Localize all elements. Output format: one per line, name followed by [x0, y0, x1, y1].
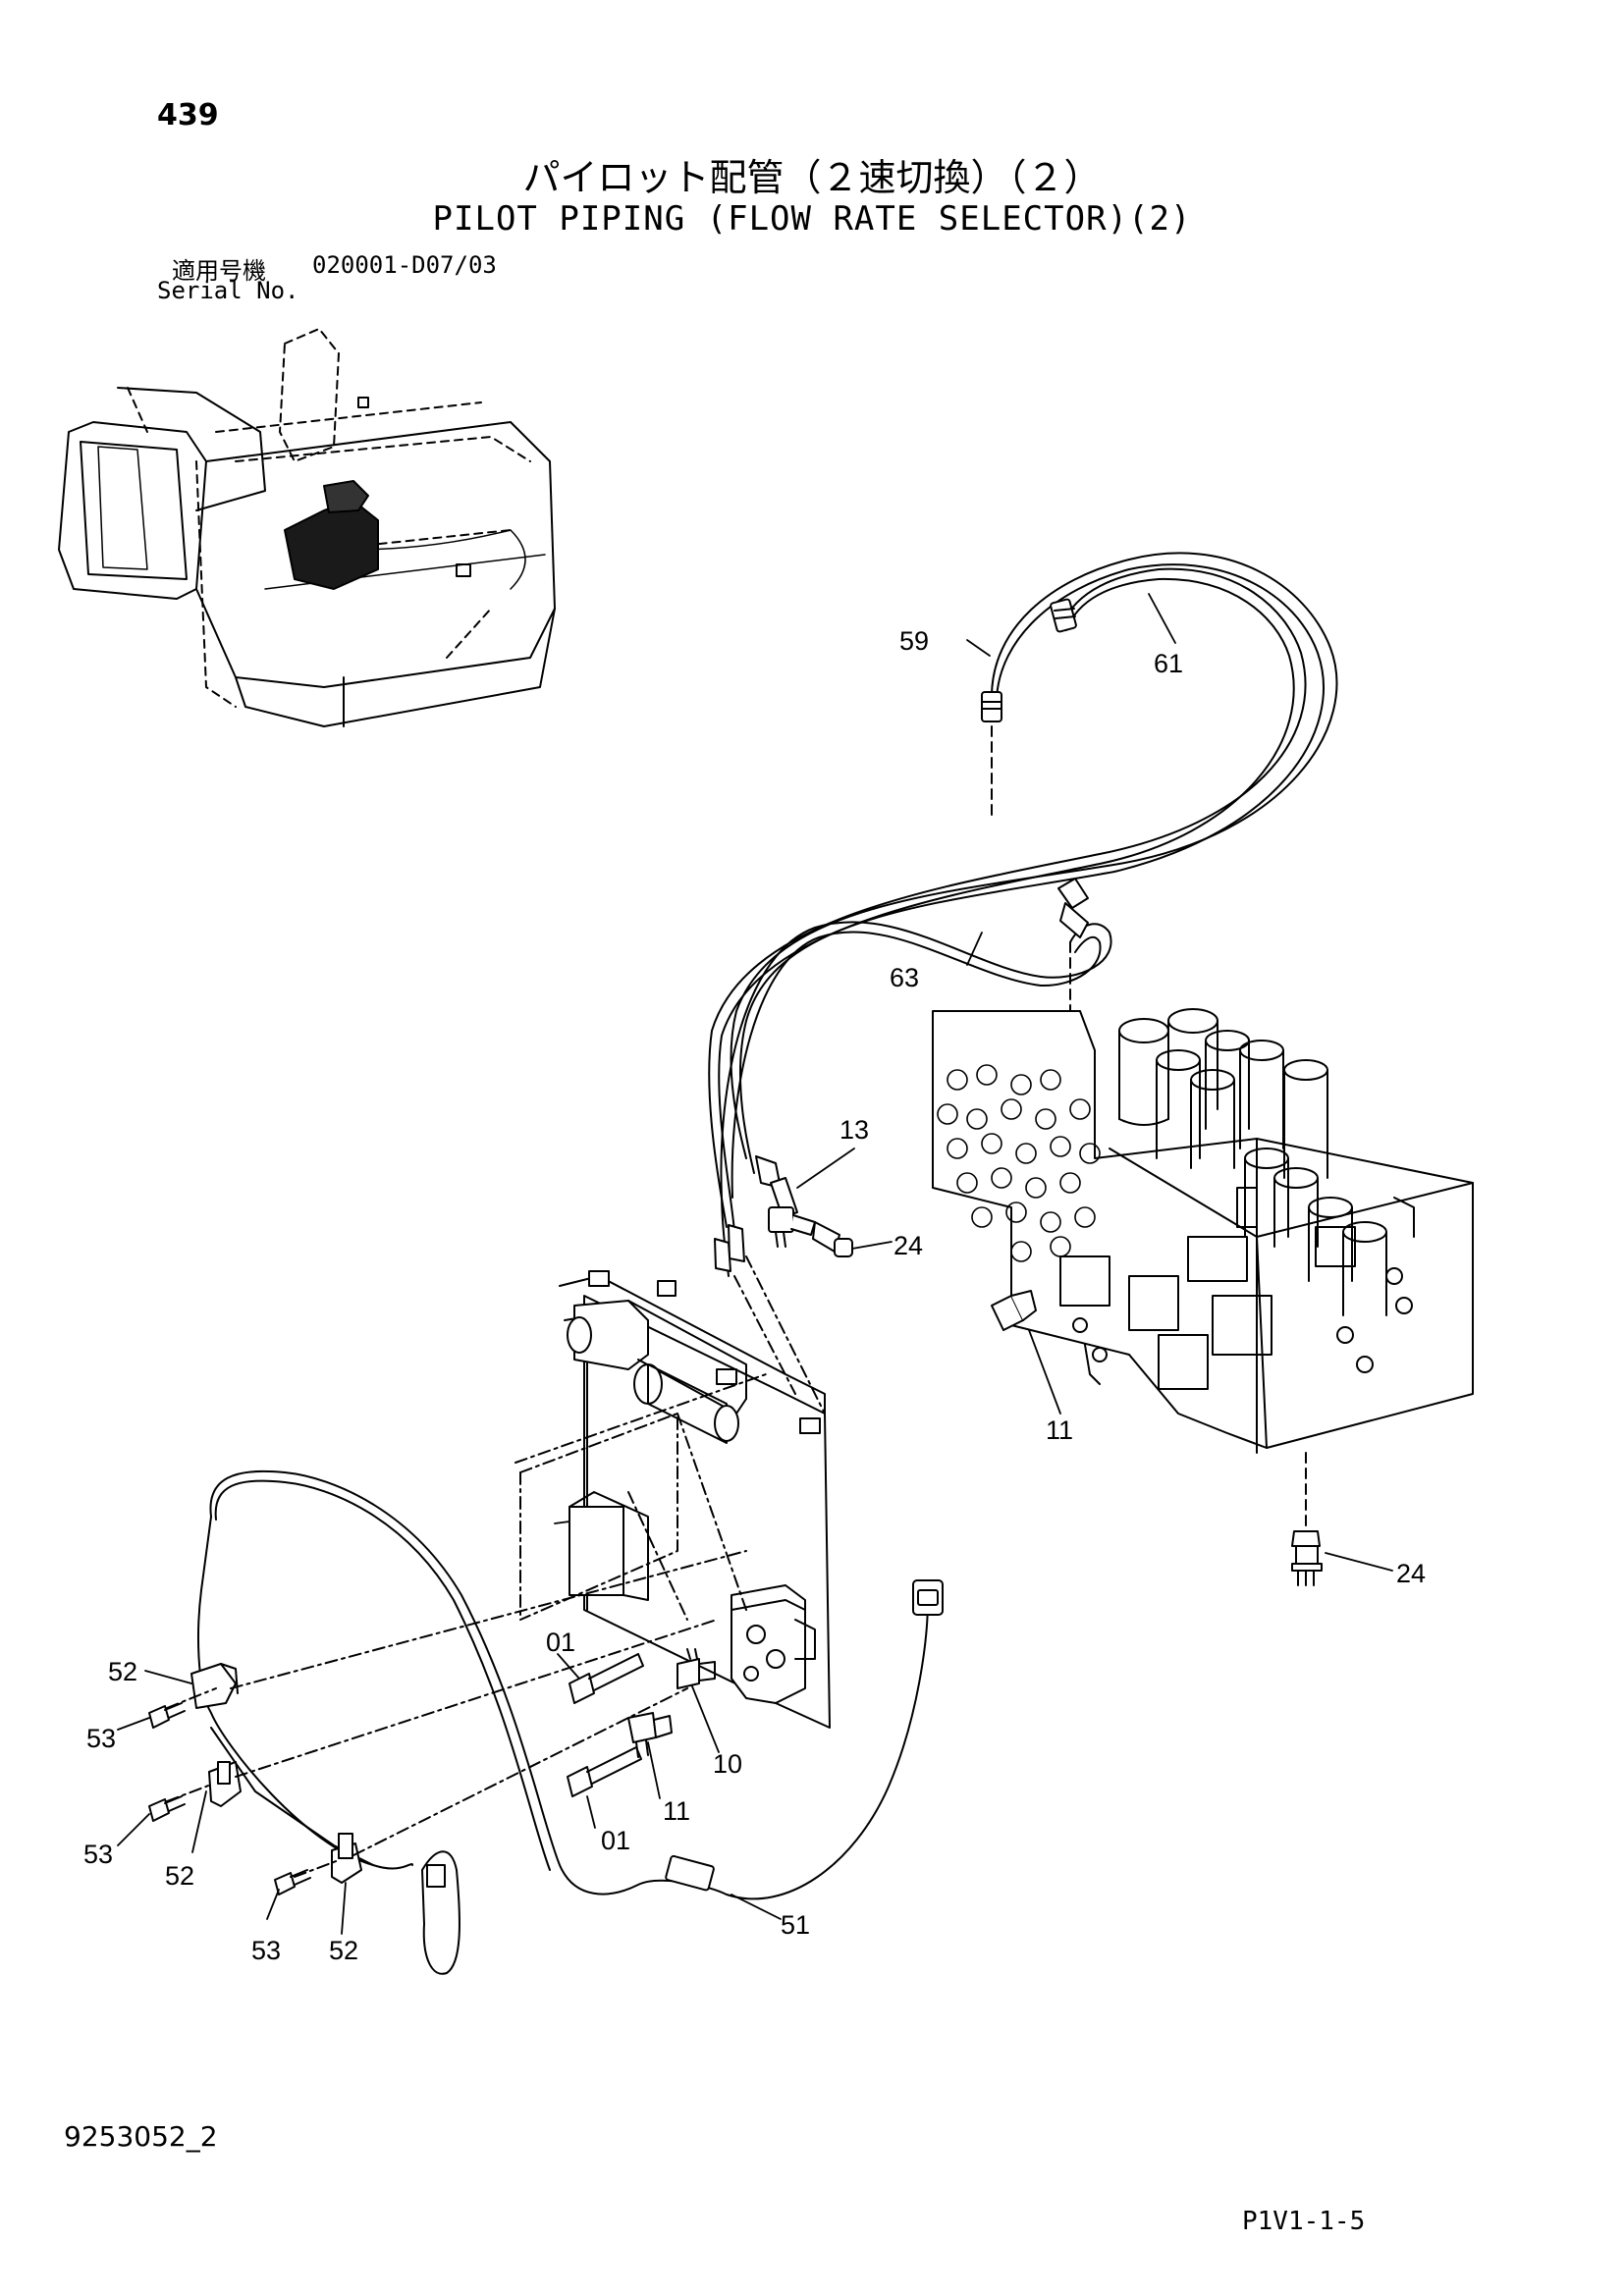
page-code: P1V1-1-5 [1242, 2207, 1366, 2236]
control-valve-assembly [932, 1008, 1474, 1532]
callout-61: 61 [1154, 649, 1183, 678]
page-number: 439 [157, 98, 219, 133]
solenoid-valve-bracket [519, 1270, 831, 1729]
document-number: 9253052_2 [64, 2120, 218, 2153]
callout-13: 13 [839, 1115, 869, 1145]
callout-53-upper: 53 [86, 1724, 116, 1753]
callout-24-lower: 24 [1396, 1559, 1426, 1588]
excavator-overview-illustration [58, 328, 556, 727]
leader-lines [117, 593, 1393, 1935]
elbow-11-valve [991, 1290, 1037, 1331]
bolts-53 [148, 1702, 311, 1896]
title-japanese: パイロット配管（２速切換）（２） [522, 156, 1102, 199]
connectors-10-and-11 [627, 1648, 716, 1758]
callout-11-center: 11 [663, 1796, 690, 1826]
pressure-sensor-24-lower [1291, 1530, 1323, 1586]
callout-52-upper: 52 [108, 1657, 137, 1686]
callout-01-lower: 01 [601, 1826, 630, 1855]
serial-range: 020001-D07/03 [312, 251, 497, 279]
callout-52-lower: 52 [329, 1936, 358, 1965]
callout-10: 10 [713, 1749, 742, 1779]
serial-label-english: Serial No. [157, 277, 299, 304]
callout-51: 51 [781, 1910, 810, 1940]
callout-24-upper: 24 [893, 1231, 923, 1260]
callout-52-middle: 52 [165, 1861, 194, 1891]
serial-label-japanese: 適用号機 [172, 257, 266, 285]
clamps-52 [190, 1663, 362, 1884]
callout-53-middle: 53 [83, 1840, 113, 1869]
hose-fittings [714, 598, 1089, 1272]
callout-53-lower: 53 [251, 1936, 281, 1965]
title-english: PILOT PIPING (FLOW RATE SELECTOR)(2) [432, 199, 1192, 239]
callout-01-upper: 01 [546, 1628, 575, 1657]
adapter-13-and-sensor-24 [768, 1177, 853, 1257]
assembly-guide-lines [166, 1255, 826, 1878]
callout-63: 63 [890, 963, 919, 992]
callout-59: 59 [899, 626, 929, 656]
callout-11-valve: 11 [1046, 1415, 1073, 1445]
pilot-hose-group [708, 552, 1338, 1277]
wire-harness-51 [197, 1469, 944, 1975]
